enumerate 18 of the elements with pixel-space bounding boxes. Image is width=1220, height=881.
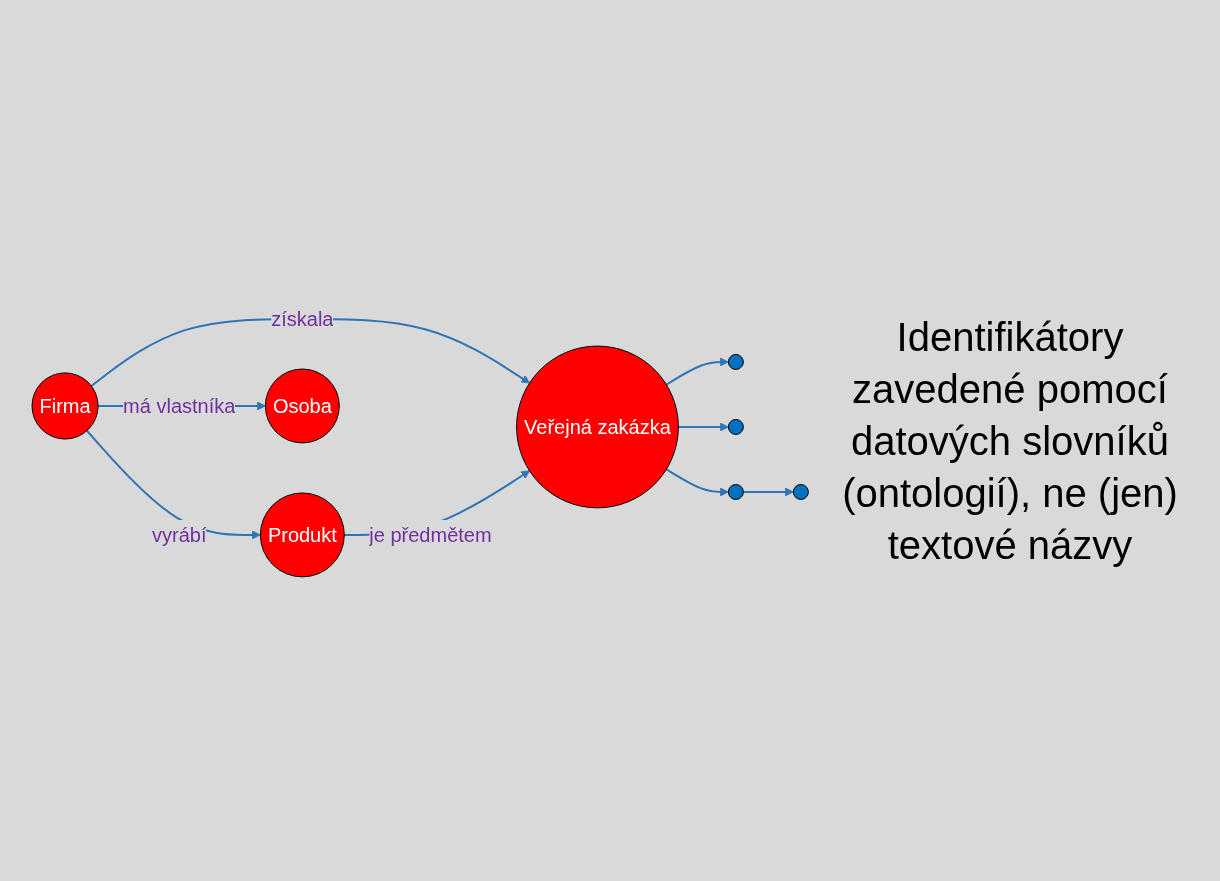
edge-label: vyrábí [151, 523, 207, 546]
node-circle [792, 484, 809, 500]
edge-label: získala [271, 308, 334, 331]
node-circle [727, 419, 744, 435]
note-text: Identifikátory zavedené pomocí datových slovníků (ontologií), ne (jen) textové názvy [841, 313, 1179, 569]
node-circle: Produkt [259, 492, 345, 578]
arrow [85, 429, 261, 540]
node-circle [727, 354, 744, 370]
node-circle: Veřejná zakázka [515, 345, 679, 509]
arrow [677, 422, 729, 432]
edge-label: je předmětem [369, 523, 492, 546]
arrow [665, 468, 729, 497]
node-circle: Firma [31, 372, 99, 440]
node-circle: Osoba [264, 368, 340, 444]
arrow [665, 357, 729, 386]
edge-label: má vlastníka [122, 395, 236, 418]
node-circle [727, 484, 744, 500]
arrow [742, 487, 794, 497]
